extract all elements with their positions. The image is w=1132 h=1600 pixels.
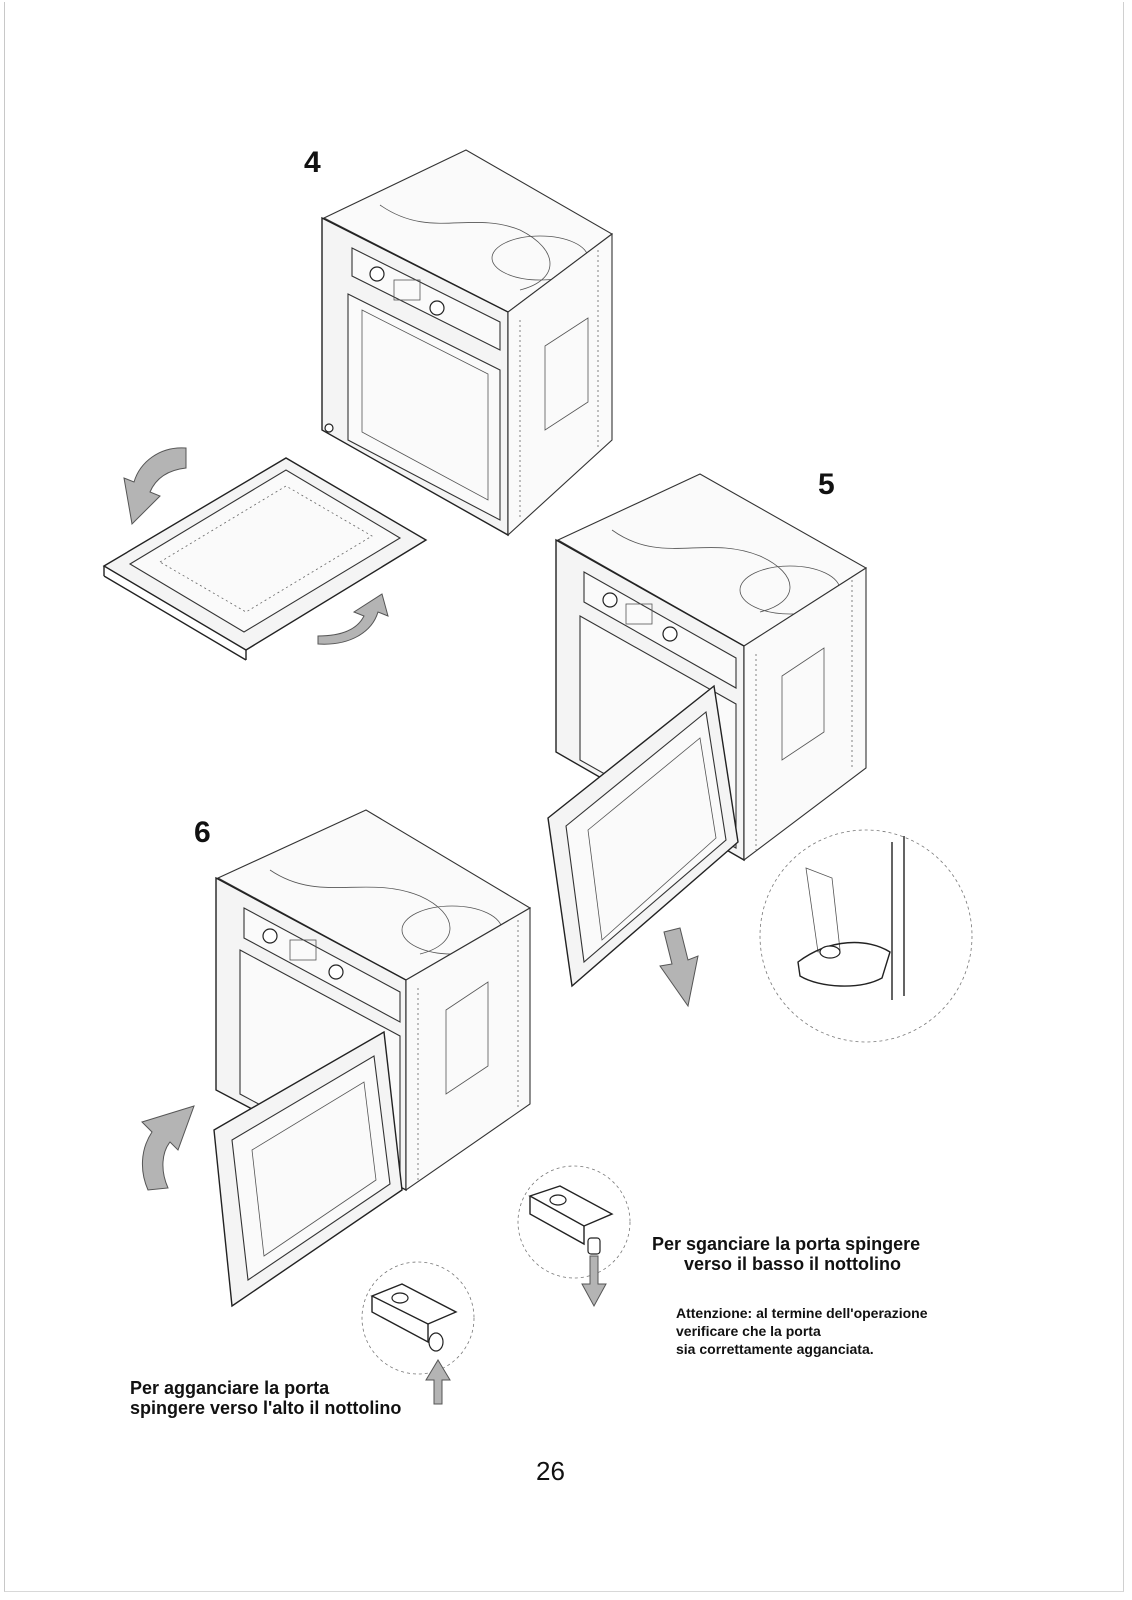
door-illustration-step4: [102, 457, 428, 661]
rotate-arrow-icon: [141, 1105, 195, 1191]
hinge-detail-illustration-step5: [759, 829, 973, 1043]
warning-note-line3: sia correttamente agganciata.: [676, 1341, 874, 1357]
rotate-arrow-icon: [123, 447, 187, 526]
up-arrow-icon: [425, 1359, 451, 1405]
oven-illustration-step4: [321, 149, 613, 537]
step-number-4: 4: [304, 146, 321, 179]
unhook-caption-line1: Per sganciare la porta spingere: [652, 1234, 921, 1254]
door-illustration-step5: [547, 684, 739, 988]
step-number-5: 5: [818, 468, 835, 501]
rotate-arrow-icon: [317, 593, 389, 645]
hinge-detail-illustration-unhook: [517, 1165, 631, 1279]
warning-note-line1: Attenzione: al termine dell'operazione: [676, 1305, 928, 1321]
hook-caption-line2: spingere verso l'alto il nottolino: [130, 1398, 402, 1418]
down-arrow-icon: [581, 1255, 607, 1308]
page-border: [4, 2, 1124, 1592]
down-arrow-icon: [659, 927, 699, 1008]
page-number: 26: [536, 1456, 565, 1486]
door-illustration-step6: [213, 1030, 403, 1308]
hook-caption-line1: Per agganciare la porta: [130, 1378, 330, 1398]
hinge-detail-illustration-hook: [361, 1261, 475, 1375]
step-number-6: 6: [194, 816, 211, 849]
unhook-caption-line2: verso il basso il nottolino: [684, 1254, 902, 1274]
warning-note-line2: verificare che la porta: [676, 1323, 821, 1339]
